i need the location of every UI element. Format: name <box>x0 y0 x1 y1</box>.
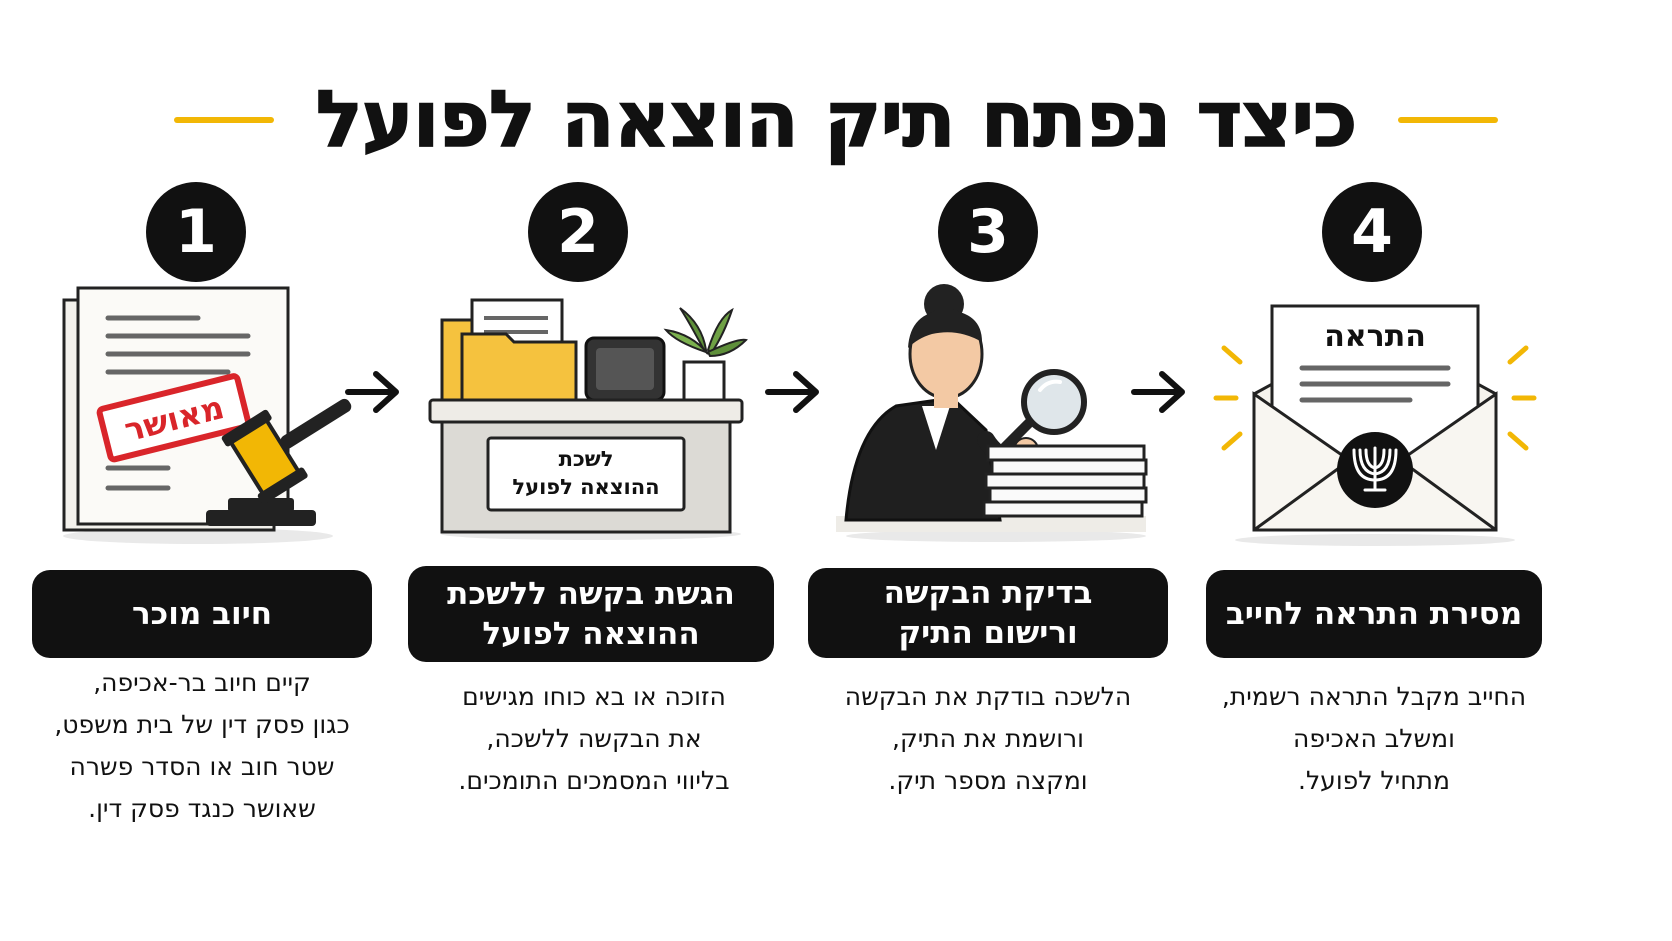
title-decoration-right <box>1398 117 1499 123</box>
step-1-desc-line-3: שטר חוב או הסדר פשרה <box>69 752 335 781</box>
step-3-label-line-2: ורישום התיק <box>898 615 1078 651</box>
step-3-label-line-1: בדיקת הבקשה <box>883 575 1093 611</box>
document-stamp-gavel-icon: מאושר <box>62 286 352 544</box>
desk-sign-line-1: לשכת <box>559 447 614 471</box>
step-3-number-badge: 3 <box>938 182 1038 282</box>
notice-letter-title: התראה <box>1324 319 1426 354</box>
step-1-desc-line-1: קיים חיוב בר-אכיפה, <box>93 668 311 697</box>
clerk-magnifier-icon <box>836 284 1148 542</box>
step-2-label: הגשת בקשה ללשכת ההוצאה לפועל <box>408 566 774 662</box>
arrow-2-to-3-icon <box>765 371 819 413</box>
arrow-1-to-2-icon <box>345 371 399 413</box>
step-2-label-line-1: הגשת בקשה ללשכת <box>447 576 735 612</box>
step-2-label-line-2: ההוצאה לפועל <box>482 616 700 652</box>
step-4-description: החייב מקבל התראה רשמית, ומשלב האכיפה מתח… <box>1184 676 1564 802</box>
step-3-label: בדיקת הבקשה ורישום התיק <box>808 568 1168 658</box>
step-2-desc-line-2: את הבקשה ללשכה, <box>486 724 702 753</box>
envelope-notice-icon: התראה <box>1213 304 1537 546</box>
step-1-label: חיוב מוכר <box>32 570 372 658</box>
step-3-desc-line-2: ורושמת את התיק, <box>892 724 1084 753</box>
desk-sign-line-2: ההוצאה לפועל <box>512 475 659 499</box>
step-4-number-badge: 4 <box>1322 182 1422 282</box>
step-4-desc-line-3: מתחיל לפועל. <box>1298 766 1450 795</box>
step-1-description: קיים חיוב בר-אכיפה, כגון פסק דין של בית … <box>12 662 392 830</box>
step-4-label-line-1: מסירת התראה לחייב <box>1225 596 1523 632</box>
office-desk-icon: לשכת ההוצאה לפועל <box>428 298 748 540</box>
page-title: כיצד נפתח תיק הוצאה לפועל <box>315 74 1358 166</box>
step-1-desc-line-2: כגון פסק דין של בית משפט, <box>54 710 350 739</box>
step-1-label-line-1: חיוב מוכר <box>131 596 273 632</box>
step-2-desc-line-1: הזוכה או בא כוחו מגישים <box>462 682 726 711</box>
step-2-desc-line-3: בליווי המסמכים התומכים. <box>458 766 730 795</box>
arrow-3-to-4-icon <box>1131 371 1185 413</box>
title-bar: כיצד נפתח תיק הוצאה לפועל <box>0 60 1672 180</box>
step-3-description: הלשכה בודקת את הבקשה ורושמת את התיק, ומק… <box>798 676 1178 802</box>
step-3-desc-line-1: הלשכה בודקת את הבקשה <box>844 682 1132 711</box>
step-2-description: הזוכה או בא כוחו מגישים את הבקשה ללשכה, … <box>404 676 784 802</box>
step-1-number-badge: 1 <box>146 182 246 282</box>
step-1-desc-line-4: שאושר כנגד פסק דין. <box>88 794 316 823</box>
step-4-desc-line-1: החייב מקבל התראה רשמית, <box>1221 682 1527 711</box>
title-decoration-left <box>173 117 274 123</box>
step-4-label: מסירת התראה לחייב <box>1206 570 1542 658</box>
step-3-desc-line-3: ומקצה מספר תיק. <box>888 766 1088 795</box>
step-4-desc-line-2: ומשלב האכיפה <box>1293 724 1455 753</box>
step-2-number-badge: 2 <box>528 182 628 282</box>
